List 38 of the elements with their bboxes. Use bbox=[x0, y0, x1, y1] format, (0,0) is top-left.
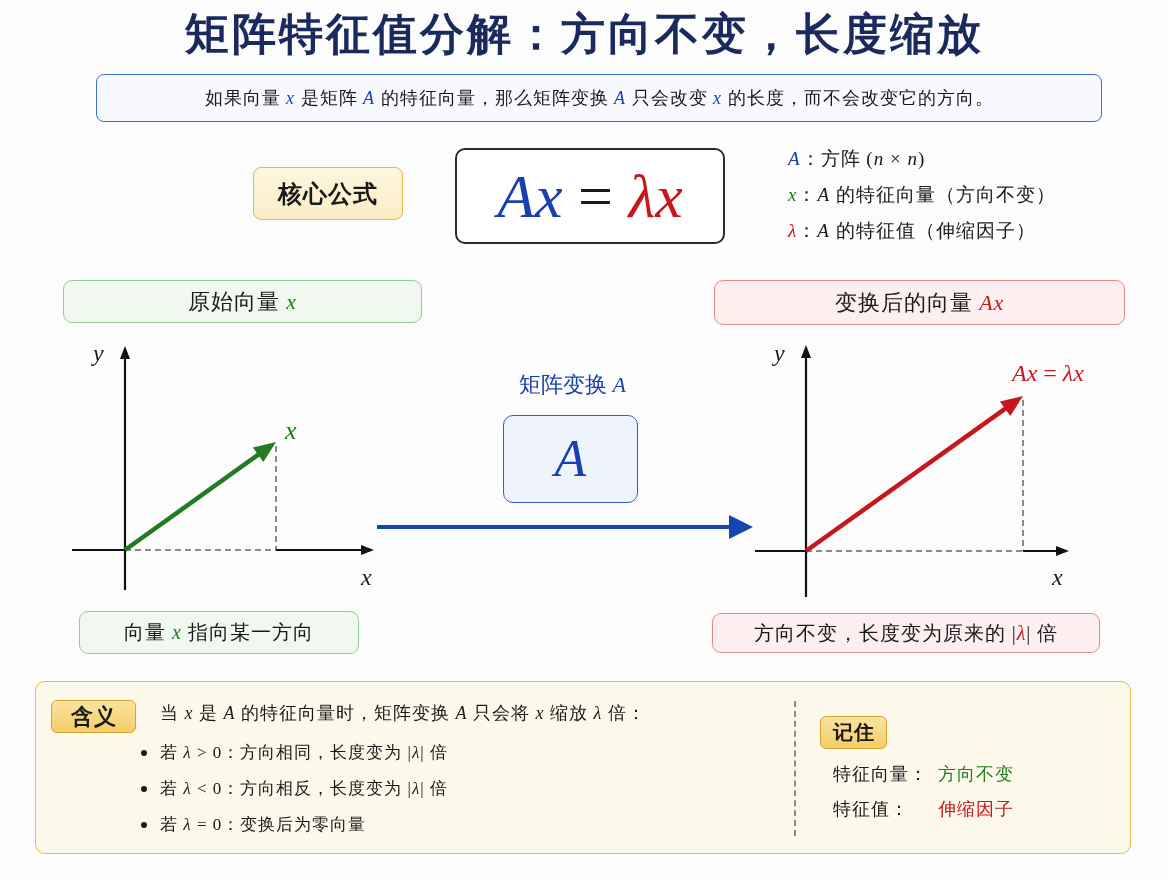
caption-box bbox=[79, 611, 359, 654]
title: 矩阵特征值分解：方向不变，长度缩放 bbox=[184, 8, 984, 61]
caption-text: 方向不变，长度变为原来的 |λ| 倍 bbox=[753, 620, 1059, 647]
symbol-definition: x：A 的特征向量（方向不变） bbox=[788, 183, 1056, 207]
meaning-text: 当 x 是 A 的特征向量时，矩阵变换 A 只会将 x 缩放 λ 倍： bbox=[160, 702, 646, 725]
formula-box bbox=[455, 148, 725, 244]
vector-label: Ax = λx bbox=[1012, 359, 1084, 388]
bullet-text: 若 λ > 0：方向相同，长度变为 |λ| 倍 bbox=[160, 742, 448, 764]
header-text: 变换后的向量 Ax bbox=[834, 288, 1005, 317]
section-title: 含义 bbox=[70, 702, 117, 731]
caption-text: 向量 x 指向某一方向 bbox=[124, 620, 314, 645]
term-label: 特征值： bbox=[833, 798, 909, 821]
vector-label: x bbox=[285, 415, 297, 447]
formula-badge bbox=[253, 167, 403, 220]
axis-label: x bbox=[1052, 563, 1063, 592]
caption-box bbox=[712, 613, 1100, 653]
axis-label: y bbox=[93, 339, 104, 368]
heading-text: 核心公式 bbox=[278, 179, 378, 209]
info-banner bbox=[96, 74, 1102, 122]
term-label: 特征向量： bbox=[833, 763, 928, 786]
banner-text: 如果向量 x 是矩阵 A 的特征向量，那么矩阵变换 A 只会改变 x 的长度，而不会改变它的方向。 bbox=[204, 87, 994, 110]
axis-label: y bbox=[774, 339, 785, 368]
panel-header bbox=[63, 280, 422, 323]
symbol-definition: λ：A 的特征值（伸缩因子） bbox=[788, 219, 1036, 243]
axis-label: x bbox=[361, 563, 372, 592]
header-text: 原始向量 x bbox=[187, 287, 298, 316]
transform-arrow bbox=[377, 515, 753, 539]
bullet-text: 若 λ < 0：方向相反，长度变为 |λ| 倍 bbox=[160, 778, 448, 800]
term-value: 方向不变 bbox=[938, 763, 1014, 786]
term-value: 伸缩因子 bbox=[938, 798, 1014, 821]
panel-header bbox=[714, 280, 1125, 325]
section-title: 记住 bbox=[832, 720, 875, 745]
info-panel bbox=[35, 681, 1131, 854]
symbol-definition: A：方阵 (n × n) bbox=[788, 147, 926, 171]
section-badge bbox=[51, 700, 136, 733]
section-badge bbox=[820, 716, 887, 749]
bullet-text: 若 λ = 0：变换后为零向量 bbox=[160, 814, 367, 836]
transform-label: 矩阵变换 A bbox=[519, 371, 626, 399]
